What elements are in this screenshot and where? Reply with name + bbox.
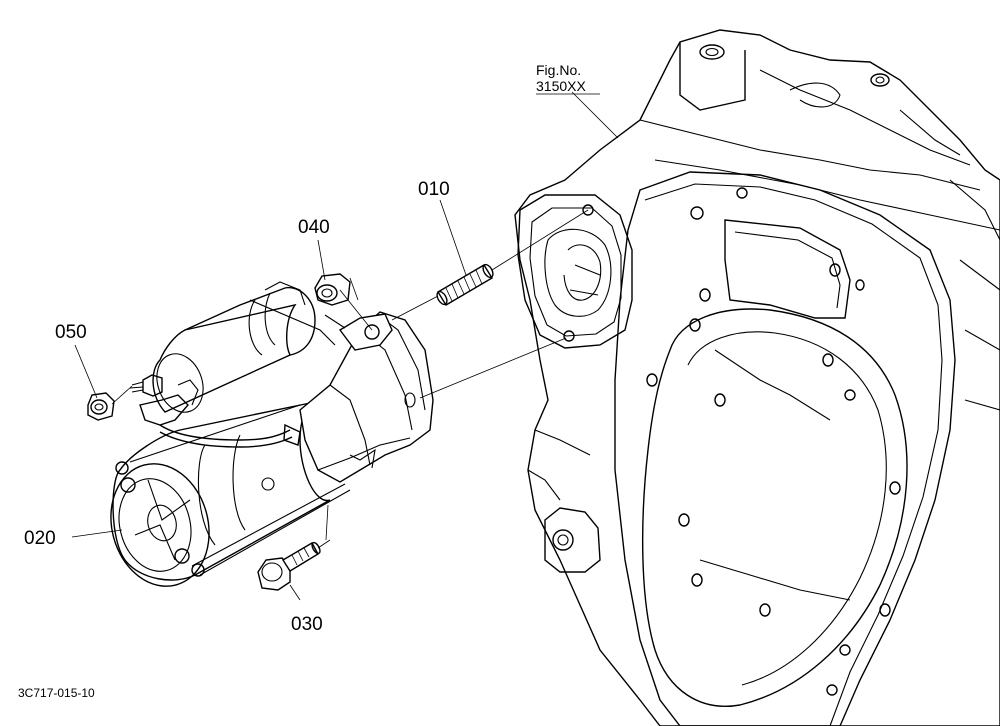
- bolt-030-drawing: [257, 541, 321, 591]
- fig-ref-line1: Fig.No.: [536, 62, 581, 78]
- leader-lines: [71, 91, 619, 601]
- part-number-040: 040: [298, 217, 330, 238]
- stud-drawing: [436, 263, 494, 306]
- drawing-number: 3C717-015-10: [18, 686, 95, 700]
- part-number-030: 030: [291, 614, 323, 635]
- part-number-010: 010: [418, 179, 450, 200]
- nut-040-drawing: [314, 273, 351, 306]
- fig-ref-line2: 3150XX: [536, 78, 586, 94]
- part-number-020: 020: [24, 528, 56, 549]
- starter-motor-drawing: [110, 281, 434, 587]
- nut-050-drawing: [87, 392, 115, 421]
- part-number-050: 050: [55, 322, 87, 343]
- flywheel-housing-drawing: [514, 29, 1000, 726]
